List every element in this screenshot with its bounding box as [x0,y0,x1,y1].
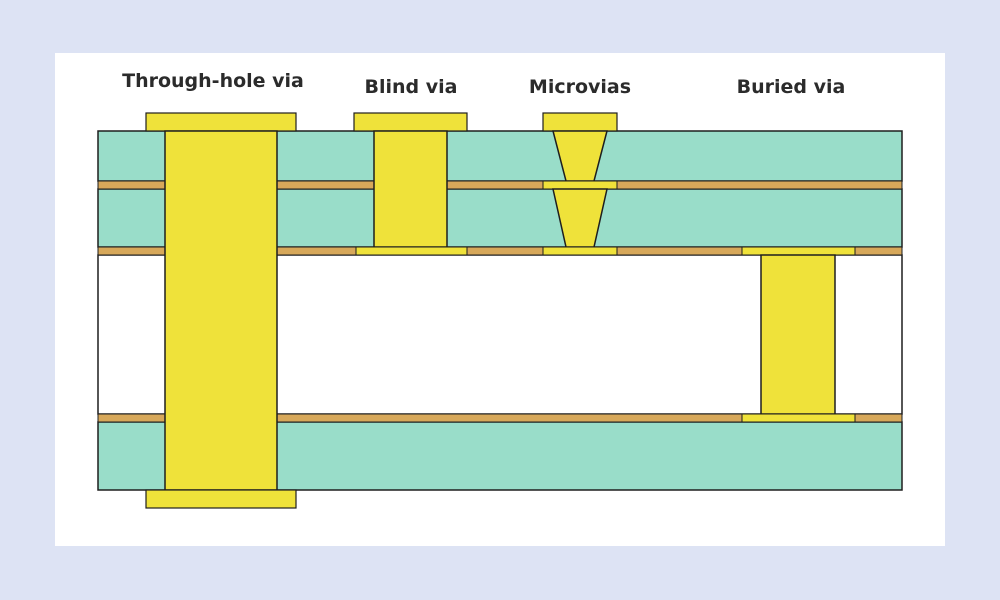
blind-via-top-pad [353,112,468,132]
buried-via-top-pad [741,246,856,256]
microvia-middle-pad [542,180,618,190]
label-blind-via: Blind via [364,76,458,98]
label-buried-via: Buried via [736,76,846,98]
label-through-hole-via: Through-hole via [122,70,304,92]
label-microvias: Microvias [528,76,632,98]
blind-via-inner-pad [355,246,468,256]
microvia-bottom-pad [542,246,618,256]
through-hole-via-bottom-pad [145,489,297,509]
copper-foil-line-3 [97,413,903,423]
microvia-top-pad [542,112,618,132]
blind-via-barrel [373,130,448,248]
buried-via-barrel [760,254,836,415]
copper-foil-line-2 [97,246,903,256]
through-hole-via-barrel [164,130,278,491]
through-hole-via-top-pad [145,112,297,132]
copper-foil-line-1 [97,180,903,190]
buried-via-bottom-pad [741,413,856,423]
